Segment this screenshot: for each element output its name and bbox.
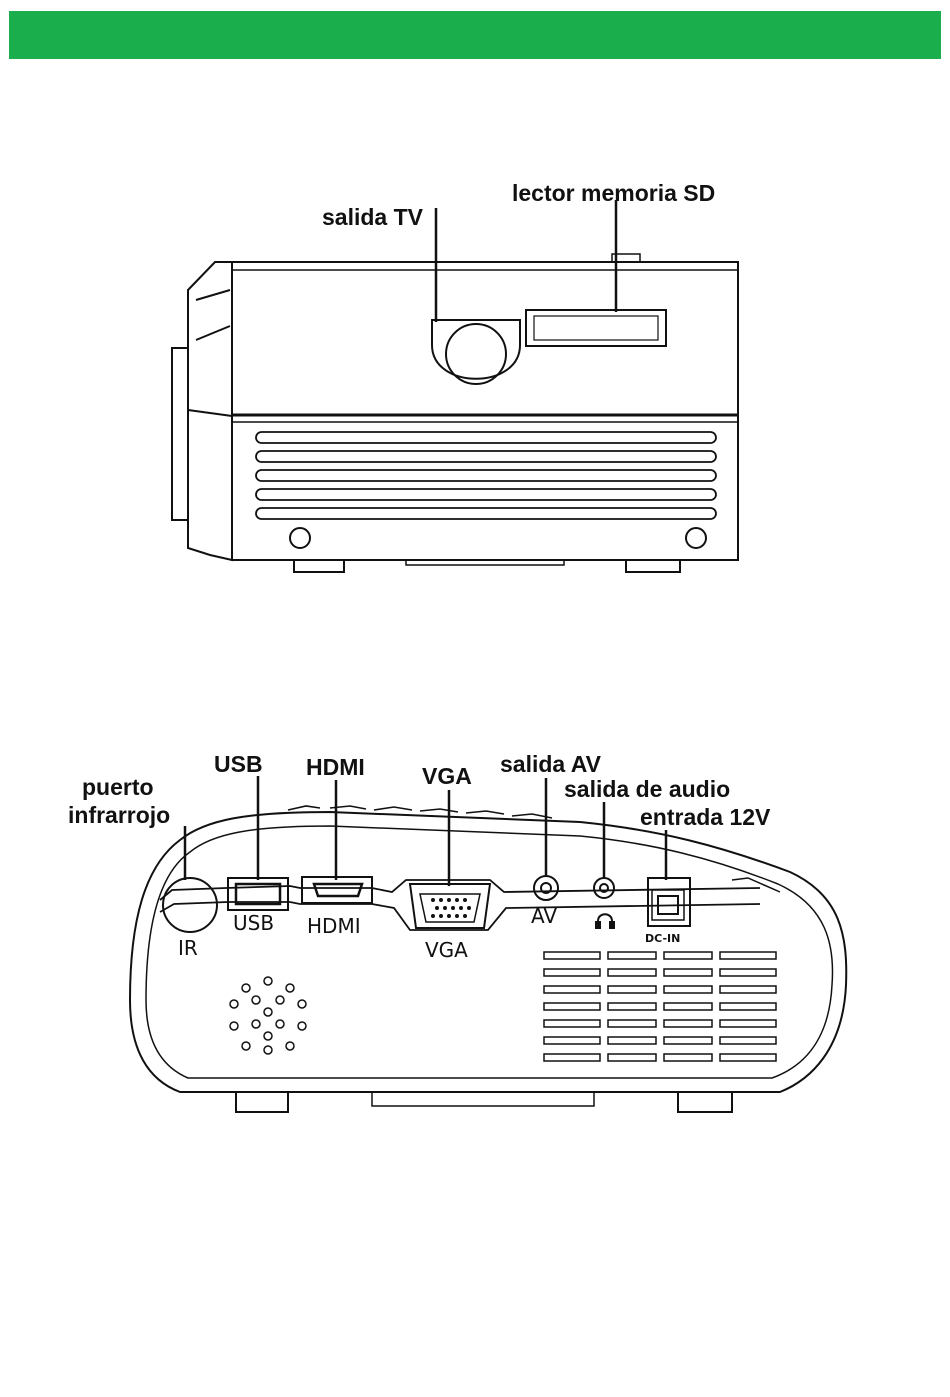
side-view	[172, 200, 738, 572]
side-view-screw-right	[686, 528, 706, 548]
ir-port-callout-line1: puerto	[82, 774, 154, 800]
sd-reader-callout: lector memoria SD	[512, 180, 715, 206]
av-label: AV	[531, 904, 557, 928]
side-view-screw-left	[290, 528, 310, 548]
audio-jack	[594, 878, 614, 898]
ir-port-callout-line2: infrarrojo	[68, 802, 170, 828]
side-view-body	[232, 262, 738, 560]
headphones-icon	[596, 914, 614, 928]
rear-view-foot-left	[236, 1092, 288, 1112]
speaker-grille	[230, 977, 306, 1054]
usb-label: USB	[233, 911, 274, 935]
side-view-lens-housing	[172, 348, 188, 520]
tv-output-callout: salida TV	[322, 204, 424, 230]
tv-output-lens	[446, 324, 506, 384]
side-view-front-detail	[188, 290, 232, 416]
tv-output-lens-housing	[432, 320, 520, 379]
rear-view-vents	[544, 952, 776, 1061]
vga-label: VGA	[425, 938, 468, 962]
ir-label: IR	[178, 936, 198, 960]
side-view-foot-right	[626, 560, 680, 572]
hdmi-port	[302, 877, 372, 903]
hdmi-label: HDMI	[307, 914, 361, 938]
dc-in-label: DC-IN	[645, 932, 680, 945]
rear-view-foot-right	[678, 1092, 732, 1112]
usb-callout: USB	[214, 751, 263, 777]
side-view-foot-left	[294, 560, 344, 572]
audio-out-callout: salida de audio	[564, 776, 730, 802]
av-out-callout: salida AV	[500, 751, 602, 777]
av-jack	[534, 876, 558, 900]
vga-callout: VGA	[422, 763, 472, 789]
sd-card-slot	[526, 310, 666, 346]
side-view-vents	[256, 432, 716, 519]
power-in-callout: entrada 12V	[640, 804, 771, 830]
hdmi-callout: HDMI	[306, 754, 365, 780]
vga-pins	[431, 898, 471, 918]
